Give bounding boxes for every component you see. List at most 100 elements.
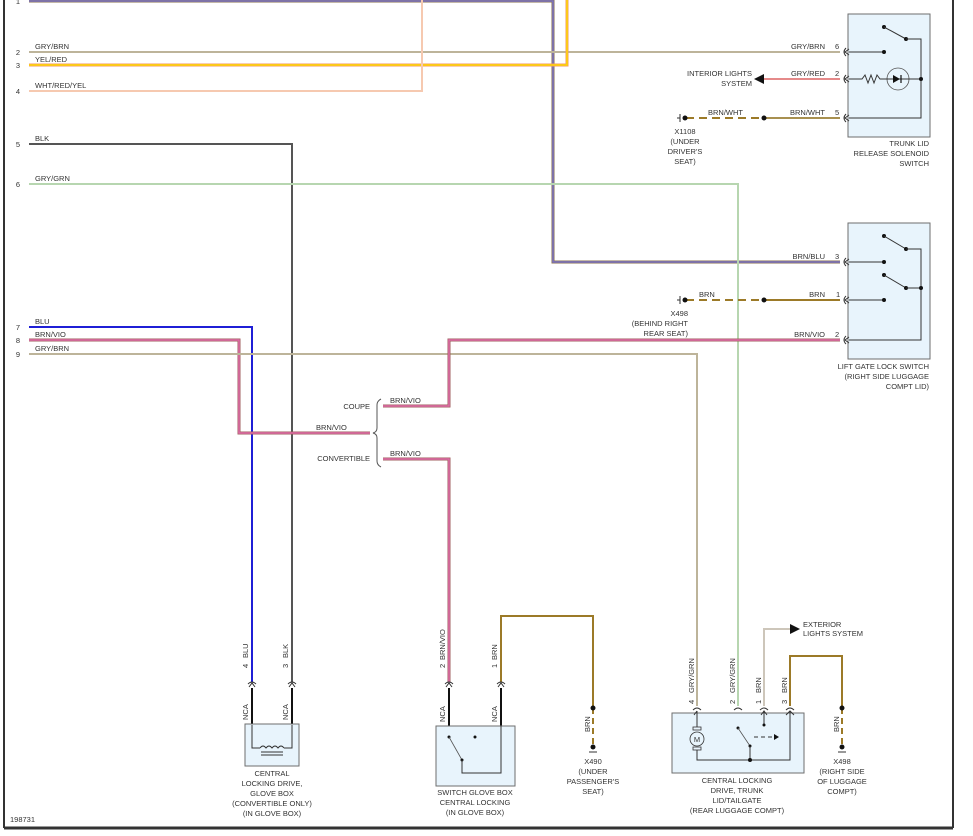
trunk-wire-6: GRY/BRN — [791, 42, 825, 51]
td-name-1: CENTRAL LOCKING — [702, 776, 773, 785]
convertible-label: CONVERTIBLE — [317, 454, 370, 463]
x1108-name: X1108 — [674, 127, 695, 136]
trunk-pin-2: 2 — [835, 69, 839, 78]
x1108-loc-1: (UNDER — [670, 137, 700, 146]
gbd-name-3: GLOVE BOX — [250, 789, 294, 798]
td-wire-4: GRY/GRN — [687, 658, 696, 693]
wire-pin5-blk — [29, 143, 293, 682]
lift-wire-3: BRN/BLU — [792, 252, 825, 261]
x498a-wire: BRN — [699, 290, 715, 299]
wire-pin1-brn-blu — [29, 0, 840, 264]
diagram-id: 198731 — [10, 815, 35, 824]
wire-brn-glove-ground — [500, 615, 597, 753]
ext-lights-2: LIGHTS SYSTEM — [803, 629, 863, 638]
lift-name-3: COMPT LID) — [886, 382, 930, 391]
gbs-name-3: (IN GLOVE BOX) — [446, 808, 505, 817]
lift-name-2: (RIGHT SIDE LUGGAGE — [845, 372, 929, 381]
x498b-loc-3: COMPT) — [827, 787, 857, 796]
td-name-3: LID/TAILGATE — [713, 796, 762, 805]
pin-2: 2 — [16, 48, 20, 57]
td-wire-3: BRN — [780, 677, 789, 693]
trunk-wire-5: BRN/WHT — [790, 108, 825, 117]
pin-8-wire: BRN/VIO — [35, 330, 66, 339]
gbd-wire-4: BLU — [241, 643, 250, 658]
x498b-name: X498 — [833, 757, 851, 766]
x498a-name: X498 — [670, 309, 688, 318]
glove-box-drive: 4 BLU NCA 3 BLK NCA CENTRAL LOCKING DRIV… — [232, 643, 312, 818]
gbs-name-1: SWITCH GLOVE BOX — [437, 788, 512, 797]
x498b-loc-1: (RIGHT SIDE — [819, 767, 864, 776]
x498a-loc-1: (BEHIND RIGHT — [632, 319, 689, 328]
wire-pin7-blu — [29, 326, 253, 682]
pin-3-wire: YEL/RED — [35, 55, 68, 64]
gbd-pin-4: 4 — [241, 664, 250, 668]
lift-pin-3: 3 — [835, 252, 839, 261]
gbd-name-2: LOCKING DRIVE, — [242, 779, 303, 788]
trunk-lid-switch: GRY/BRN 6 GRY/RED 2 BRN/WHT 5 TRUNK LID … — [790, 13, 931, 168]
x490-loc-2: PASSENGER'S — [567, 777, 620, 786]
trunk-name-1: TRUNK LID — [889, 139, 929, 148]
pin-4-wire: WHT/RED/YEL — [35, 81, 86, 90]
gbs-pin-1: 1 — [490, 664, 499, 668]
convertible-wire: BRN/VIO — [390, 449, 421, 458]
harness-pins: 1 2 GRY/BRN 3 YEL/RED 4 WHT/RED/YEL 5 BL… — [16, 0, 86, 359]
td-pin-3: 3 — [780, 700, 789, 704]
lift-pin-2: 2 — [835, 330, 839, 339]
ground-x490: BRN X490 (UNDER PASSENGER'S SEAT) — [567, 716, 620, 796]
td-name-2: DRIVE, TRUNK — [711, 786, 764, 795]
trunk-lid-drive: M 4 GRY/GRN 2 GRY/GRN 1 BRN 3 BRN CENTRA… — [671, 658, 805, 815]
wire-wht-brn — [763, 628, 790, 706]
pin-6-wire: GRY/GRN — [35, 174, 70, 183]
td-pin-1: 1 — [754, 700, 763, 704]
trunk-name-3: SWITCH — [899, 159, 929, 168]
splice-input-wire: BRN/VIO — [316, 423, 347, 432]
gbs-wire-1: BRN — [490, 644, 499, 660]
pin-4: 4 — [16, 87, 20, 96]
td-wire-1: BRN — [754, 677, 763, 693]
lift-gate-switch: BRN/BLU 3 BRN 1 BRN/VIO 2 LIFT GATE LOCK… — [792, 222, 931, 391]
td-wire-2: GRY/GRN — [728, 658, 737, 693]
wire-convertible-brn-vio — [383, 457, 451, 682]
interior-lights-2: SYSTEM — [721, 79, 752, 88]
wire-brn-trunk-ground — [789, 655, 846, 753]
lift-name-1: LIFT GATE LOCK SWITCH — [838, 362, 929, 371]
arrow-right-icon — [790, 624, 800, 634]
pin-7: 7 — [16, 323, 20, 332]
td-pin-2: 2 — [728, 700, 737, 704]
gbs-wire-2: BRN/VIO — [438, 629, 447, 660]
trunk-pin-6: 6 — [835, 42, 839, 51]
exterior-lights-ref: EXTERIOR LIGHTS SYSTEM — [790, 620, 863, 638]
x1108-wire: BRN/WHT — [708, 108, 743, 117]
wire-brn-wht-ground — [677, 114, 840, 122]
wire-brn-lift-ground — [677, 296, 840, 304]
interior-lights-ref: INTERIOR LIGHTS SYSTEM — [687, 69, 764, 88]
td-pin-4: 4 — [687, 700, 696, 704]
gbd-nca-4: NCA — [241, 704, 250, 720]
wire-pin6-gry-grn — [29, 183, 739, 706]
pin-6: 6 — [16, 180, 20, 189]
trunk-pin-5: 5 — [835, 108, 839, 117]
gbs-pin-2: 2 — [438, 664, 447, 668]
trunk-wire-2: GRY/RED — [791, 69, 826, 78]
pin-5-wire: BLK — [35, 134, 49, 143]
lift-wire-2: BRN/VIO — [794, 330, 825, 339]
ext-lights-1: EXTERIOR — [803, 620, 842, 629]
wire-pin4-wht-red-yel — [29, 0, 423, 92]
lift-wire-1: BRN — [809, 290, 825, 299]
gbd-name-1: CENTRAL — [254, 769, 289, 778]
ground-x1108: BRN/WHT X1108 (UNDER DRIVER'S SEAT) — [668, 108, 744, 166]
x490-name: X490 — [584, 757, 602, 766]
x490-wire: BRN — [583, 716, 592, 732]
gbd-pin-3: 3 — [281, 664, 290, 668]
gbd-nca-3: NCA — [281, 704, 290, 720]
x498b-loc-2: OF LUGGAGE — [817, 777, 867, 786]
gbd-wire-3: BLK — [281, 644, 290, 658]
pin-9: 9 — [16, 350, 20, 359]
gbd-name-5: (IN GLOVE BOX) — [243, 809, 302, 818]
wire-pin8-brn-vio — [29, 338, 370, 435]
x1108-loc-2: DRIVER'S — [668, 147, 703, 156]
ground-x498-rear-seat: BRN X498 (BEHIND RIGHT REAR SEAT) — [632, 290, 715, 338]
td-name-4: (REAR LUGGAGE COMPT) — [690, 806, 785, 815]
pin-9-wire: GRY/BRN — [35, 344, 69, 353]
